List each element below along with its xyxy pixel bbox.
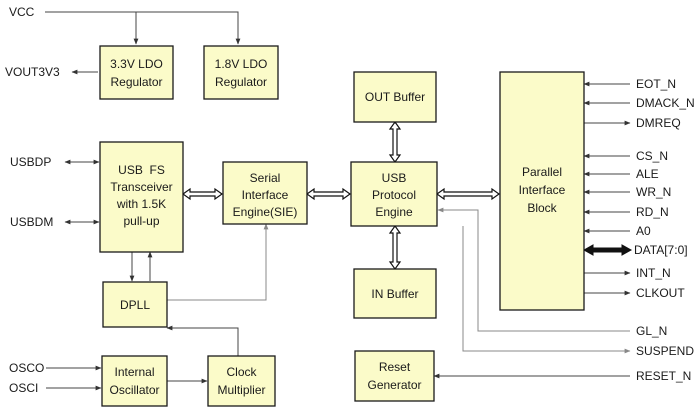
ldo-18-line-1: 1.8V LDO: [215, 57, 268, 71]
label-cs-n: CS_N: [636, 149, 668, 163]
label-vout3v3: VOUT3V3: [5, 65, 60, 79]
dpll-label: DPLL: [120, 298, 150, 312]
usb-protocol-engine-block: USB Protocol Engine: [350, 161, 438, 227]
sie-line-2: Interface: [242, 188, 289, 202]
label-usbdm: USBDM: [10, 215, 53, 229]
transceiver-line-4: pull-up: [123, 214, 159, 228]
internal-oscillator-block: Internal Oscillator: [101, 355, 168, 407]
ldo-33-regulator: 3.3V LDO Regulator: [99, 45, 174, 100]
left-signal-wires: [46, 159, 269, 391]
bus-transceiver-sie: [181, 187, 224, 201]
label-dmack-n: DMACK_N: [636, 96, 695, 110]
multiplier-line-1: Clock: [226, 365, 257, 379]
reset-line-2: Generator: [367, 378, 421, 392]
out-buffer-label: OUT Buffer: [365, 90, 425, 104]
right-signal-wires: [433, 81, 633, 379]
label-wr-n: WR_N: [636, 185, 671, 199]
transceiver-line-2: Transceiver: [110, 180, 172, 194]
in-buffer-label: IN Buffer: [371, 287, 418, 301]
bus-protocol-in: [388, 224, 402, 271]
ldo-18-regulator: 1.8V LDO Regulator: [203, 45, 279, 100]
label-osci: OSCI: [9, 381, 38, 395]
label-reset-n: RESET_N: [636, 369, 691, 383]
bus-protocol-parallel: [435, 187, 501, 201]
bus-sie-protocol: [305, 187, 352, 201]
oscillator-line-1: Internal: [114, 365, 154, 379]
parallel-interface-block: Parallel Interface Block: [499, 71, 585, 311]
clock-multiplier-block: Clock Multiplier: [207, 355, 276, 407]
ldo-33-line-1: 3.3V LDO: [110, 57, 163, 71]
label-eot-n: EOT_N: [636, 77, 676, 91]
usb-transceiver-block: USB FS Transceiver with 1.5K pull-up: [99, 141, 184, 253]
label-usbdp: USBDP: [10, 155, 51, 169]
label-gl-n: GL_N: [636, 324, 667, 338]
sie-line-3: Engine(SIE): [233, 205, 298, 219]
label-a0: A0: [636, 224, 651, 238]
power-wires: [45, 11, 241, 75]
protocol-line-3: Engine: [375, 205, 413, 219]
label-suspend: SUSPEND: [636, 344, 694, 358]
in-buffer-block: IN Buffer: [353, 268, 437, 319]
bus-out-protocol: [388, 120, 402, 164]
label-rd-n: RD_N: [636, 205, 669, 219]
parallel-line-3: Block: [527, 201, 557, 215]
parallel-line-1: Parallel: [522, 165, 562, 179]
label-dmreq: DMREQ: [636, 116, 681, 130]
left-labels: VCC VOUT3V3 USBDP USBDM OSCO OSCI: [5, 5, 60, 395]
transceiver-line-1: USB FS: [118, 163, 165, 177]
ldo-18-line-2: Regulator: [215, 75, 267, 89]
reset-line-1: Reset: [379, 360, 411, 374]
label-clkout: CLKOUT: [636, 286, 685, 300]
label-vcc: VCC: [9, 5, 35, 19]
dpll-block: DPLL: [102, 281, 168, 328]
label-int-n: INT_N: [636, 266, 671, 280]
label-data: DATA[7:0]: [634, 243, 688, 257]
transceiver-line-3: with 1.5K: [116, 197, 166, 211]
sie-line-1: Serial: [250, 171, 281, 185]
oscillator-line-2: Oscillator: [109, 383, 159, 397]
parallel-line-2: Interface: [519, 183, 566, 197]
label-osco: OSCO: [9, 361, 44, 375]
label-ale: ALE: [636, 167, 659, 181]
right-labels: EOT_N DMACK_N DMREQ CS_N ALE WR_N RD_N A…: [634, 77, 695, 383]
sie-block: Serial Interface Engine(SIE): [222, 161, 308, 225]
out-buffer-block: OUT Buffer: [353, 71, 437, 123]
protocol-line-2: Protocol: [372, 188, 416, 202]
multiplier-line-2: Multiplier: [217, 383, 265, 397]
ldo-33-line-2: Regulator: [110, 75, 162, 89]
protocol-line-1: USB: [382, 171, 407, 185]
reset-generator-block: Reset Generator: [354, 350, 435, 402]
